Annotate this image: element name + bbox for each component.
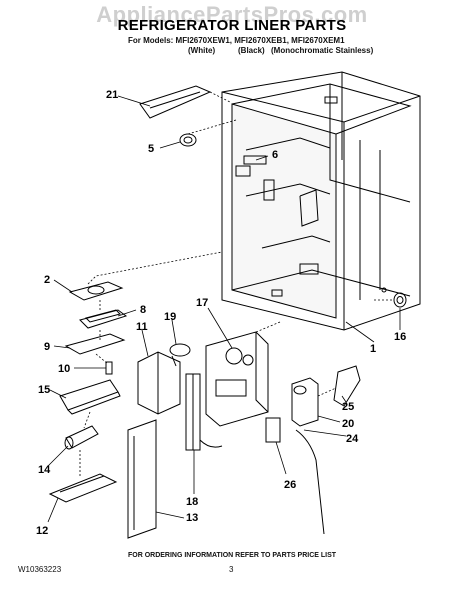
callout-18: 18 (186, 496, 198, 508)
document-number: W10363223 (18, 565, 62, 574)
part-26-shape (265, 417, 281, 443)
page-title: REFRIGERATOR LINER PARTS (117, 17, 347, 34)
part-10-shape (105, 361, 113, 375)
callout-16: 16 (394, 331, 406, 343)
callout-19: 19 (164, 311, 176, 323)
part-13-shape (127, 419, 157, 539)
part-5-shape (179, 133, 197, 147)
part-20-shape (291, 377, 319, 427)
part-16-shape (393, 292, 407, 308)
ordering-note: FOR ORDERING INFORMATION REFER TO PARTS … (127, 552, 337, 559)
callout-5: 5 (148, 143, 154, 155)
callout-24: 24 (346, 433, 359, 445)
part-21-shape (139, 85, 212, 119)
callout-14: 14 (38, 464, 51, 476)
callout-10: 10 (58, 363, 70, 375)
callout-6: 6 (272, 149, 278, 161)
part-2-shape (68, 281, 124, 301)
models-line: For Models: MFI2670XEW1, MFI2670XEB1, MF… (128, 36, 345, 45)
page-number: 3 (229, 565, 234, 574)
part-9-shape (64, 333, 126, 355)
callout-9: 9 (44, 341, 50, 353)
callout-13: 13 (186, 512, 198, 524)
part-25-shape (333, 365, 361, 407)
watermark: AppliancePartsPros.com (96, 2, 368, 27)
callout-20: 20 (342, 418, 354, 430)
part-14-shape (65, 425, 99, 449)
variant-stainless: (Monochromatic Stainless) (271, 46, 374, 55)
callout-17: 17 (196, 297, 208, 309)
refrigerator-liner (221, 71, 421, 331)
variant-black: (Black) (238, 46, 265, 55)
callout-11: 11 (136, 321, 148, 333)
variant-white: (White) (188, 46, 216, 55)
callout-8: 8 (140, 304, 146, 316)
part-6-shape (243, 155, 267, 165)
part-24-shape (295, 429, 325, 535)
callout-15: 15 (38, 384, 50, 396)
part-19-shape (169, 343, 191, 357)
part-17-shape (205, 331, 269, 427)
callout-21: 21 (106, 89, 118, 101)
callout-12: 12 (36, 525, 48, 537)
callout-25: 25 (342, 401, 354, 413)
callout-2: 2 (44, 274, 50, 286)
part-12-shape (48, 473, 118, 503)
callout-1: 1 (370, 343, 376, 355)
part-15-shape (59, 379, 119, 411)
callout-26: 26 (284, 479, 296, 491)
